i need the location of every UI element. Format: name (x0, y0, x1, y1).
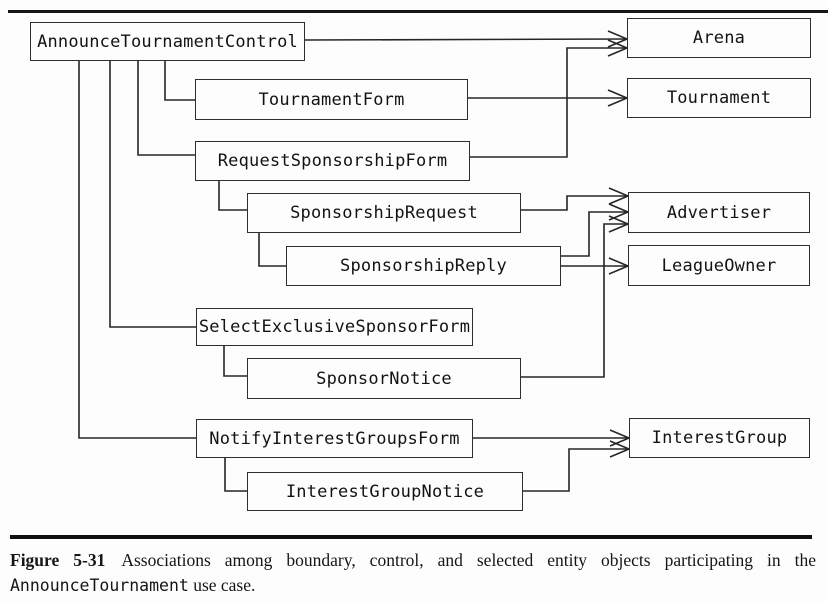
caption-line-1: Figure 5-31 Associations among boundary, … (10, 548, 816, 572)
node-interest-group: InterestGroup (629, 418, 810, 458)
edge-atc-requestsponsorshipform (137, 61, 195, 156)
node-request-sponsorship-form: RequestSponsorshipForm (195, 141, 470, 181)
node-league-owner: LeagueOwner (628, 245, 810, 286)
edge-requestsponsorshipform-sponsorshiprequest (218, 181, 247, 211)
figure-label: Figure 5-31 (10, 550, 106, 570)
edge-atc-arena (304, 38, 628, 41)
edge-interestgroupnotice-interestgroup (523, 448, 629, 492)
edge-atc-notifyinterestgroupsform (78, 61, 196, 439)
caption-text: Associations among boundary, control, an… (121, 550, 816, 570)
node-sponsor-notice: SponsorNotice (247, 358, 521, 399)
edge-notifyinterestgroupsform-interestgroupnotice (224, 458, 247, 492)
caption-code-text: AnnounceTournament (10, 576, 189, 595)
node-sponsorship-request: SponsorshipRequest (247, 193, 521, 233)
edge-atc-selectexclusivesponsorform (109, 61, 196, 328)
edge-selectexclusivesponsorform-sponsornotice (223, 346, 247, 377)
caption-line-2: AnnounceTournament use case. (10, 573, 816, 598)
node-select-exclusive-sponsor-form: SelectExclusiveSponsorForm (196, 308, 473, 346)
caption-rule (10, 535, 812, 539)
edge-requestsponsorshipform-arena (470, 47, 627, 158)
figure-caption: Figure 5-31 Associations among boundary, … (10, 548, 816, 598)
edge-atc-tournamentform (164, 61, 195, 101)
edge-sponsorshipreply-advertiser (561, 211, 628, 257)
node-tournament-form: TournamentForm (195, 79, 468, 120)
top-rule (8, 10, 828, 13)
node-tournament: Tournament (627, 78, 811, 118)
edge-sponsorshiprequest-sponsorshipreply (258, 233, 286, 267)
node-sponsorship-reply: SponsorshipReply (286, 246, 561, 286)
node-announce-tournament-control: AnnounceTournamentControl (30, 22, 305, 61)
node-arena: Arena (627, 18, 811, 58)
caption-tail-text: use case. (188, 575, 256, 595)
node-notify-interest-groups-form: NotifyInterestGroupsForm (196, 419, 473, 458)
edge-sponsorshiprequest-advertiser (521, 195, 628, 211)
node-interest-group-notice: InterestGroupNotice (247, 472, 523, 511)
node-advertiser: Advertiser (628, 192, 810, 233)
edge-sponsornotice-advertiser (521, 223, 628, 378)
